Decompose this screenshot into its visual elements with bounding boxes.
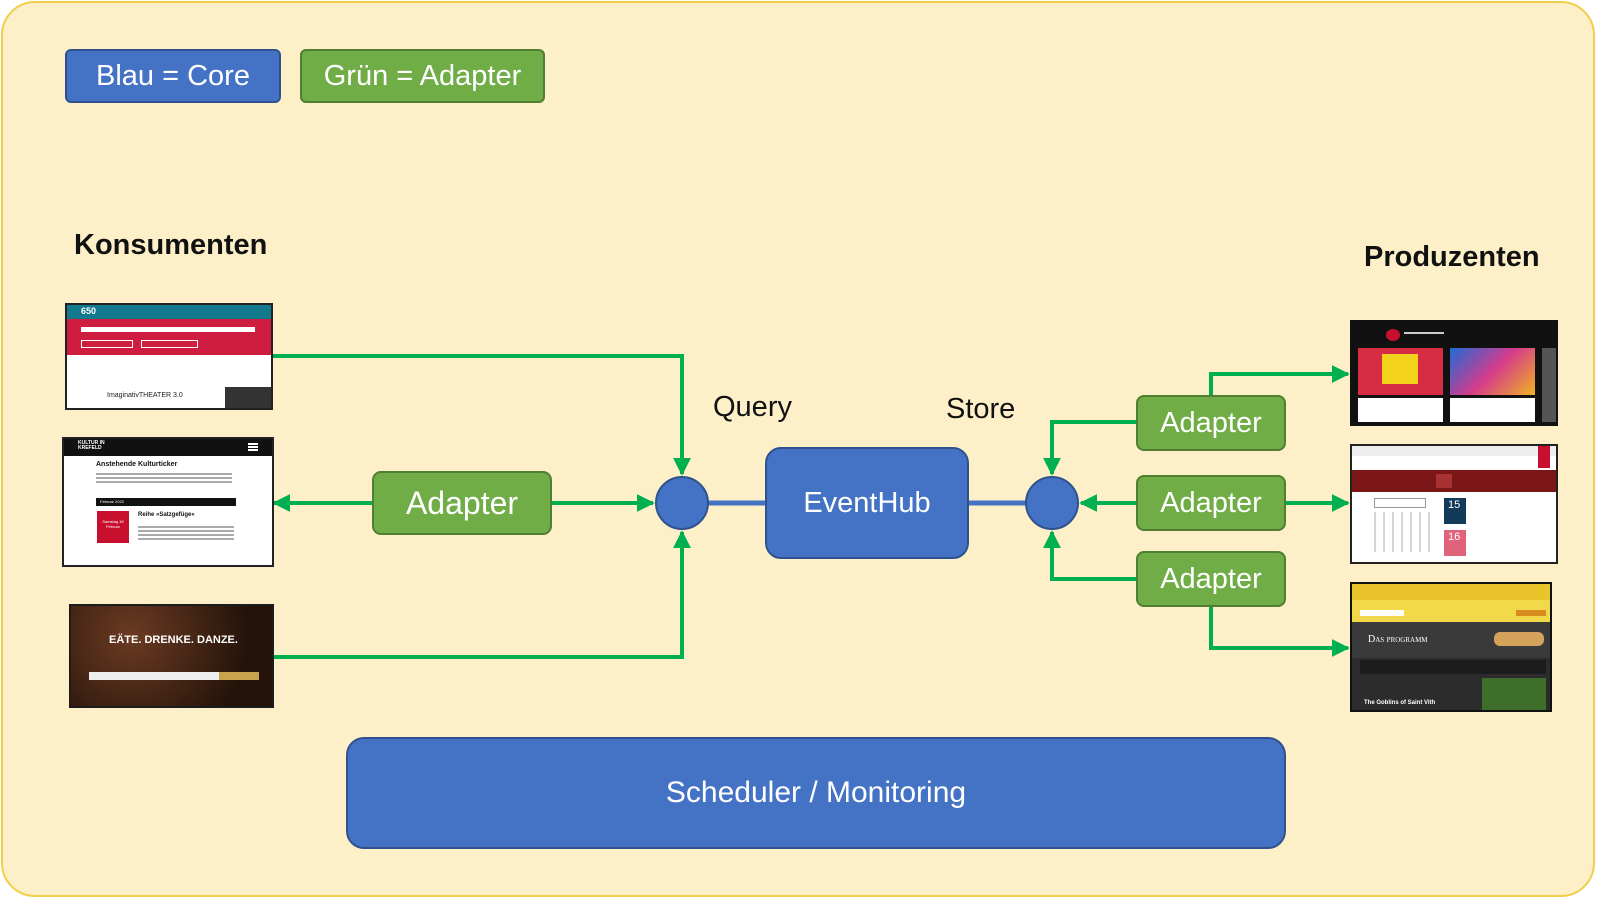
producer-screenshot-1 bbox=[1350, 320, 1558, 426]
legend-core-label: Blau = Core bbox=[96, 59, 250, 92]
consumer-adapter-box: Adapter bbox=[372, 471, 552, 535]
producer3-header: Das programm bbox=[1368, 634, 1428, 645]
consumer2-event-title: Reihe »Satzgefüge« bbox=[138, 512, 195, 518]
store-label: Store bbox=[946, 393, 1016, 425]
wire-adapter3-to-store bbox=[1043, 530, 1136, 581]
consumer2-month: Februar 2022 bbox=[100, 499, 125, 504]
consumer2-event-date: Samstag 18 Februar bbox=[102, 519, 124, 529]
consumer-adapter-label: Adapter bbox=[405, 484, 519, 521]
producer-adapter-box-1: Adapter bbox=[1136, 395, 1286, 451]
consumer1-headline: ImaginativTHEATER 3.0 bbox=[107, 392, 183, 399]
consumer-screenshot-3: EÄTE. DRENKE. DANZE. bbox=[69, 604, 274, 708]
query-node bbox=[655, 476, 709, 530]
wire-adapter1-to-producer1 bbox=[1209, 365, 1350, 395]
consumer3-title: EÄTE. DRENKE. DANZE. bbox=[109, 634, 238, 646]
producers-heading: Produzenten bbox=[1364, 241, 1540, 273]
wire-adapter1-to-store bbox=[1043, 420, 1136, 476]
producer-adapter-box-3: Adapter bbox=[1136, 551, 1286, 607]
producer-adapter-label-1: Adapter bbox=[1160, 406, 1262, 439]
producer2-day-1: 15 bbox=[1448, 499, 1461, 511]
producer3-footer: The Goblins of Saint Vith bbox=[1364, 700, 1436, 706]
legend-adapter: Grün = Adapter bbox=[300, 49, 545, 103]
scheduler-monitoring-box: Scheduler / Monitoring bbox=[346, 737, 1286, 849]
producer2-day-2: 16 bbox=[1448, 531, 1461, 543]
eventhub-box: EventHub bbox=[765, 447, 969, 559]
consumer2-title: Anstehende Kulturticker bbox=[96, 461, 178, 468]
consumers-heading: Konsumenten bbox=[74, 229, 268, 261]
store-node bbox=[1025, 476, 1079, 530]
consumer1-logo: 650 bbox=[81, 306, 97, 316]
eventhub-label: EventHub bbox=[803, 486, 931, 519]
producer-adapter-box-2: Adapter bbox=[1136, 475, 1286, 531]
producer-screenshot-3: Das programm The Goblins of Saint Vith bbox=[1350, 582, 1552, 712]
legend-adapter-label: Grün = Adapter bbox=[323, 59, 522, 92]
wire-consumer3-to-query bbox=[272, 530, 691, 659]
wire-adapter3-to-producer3 bbox=[1209, 606, 1350, 657]
legend-core: Blau = Core bbox=[65, 49, 281, 103]
producer-adapter-label-2: Adapter bbox=[1160, 486, 1262, 519]
wire-consumer1-to-query bbox=[272, 354, 691, 476]
consumer2-logo: KULTUR IN KREFELD bbox=[78, 440, 105, 451]
producer-adapter-label-3: Adapter bbox=[1160, 562, 1262, 595]
consumer-screenshot-1: 650 ImaginativTHEATER 3.0 bbox=[65, 303, 273, 410]
producer-screenshot-2: 15 16 bbox=[1350, 444, 1558, 564]
consumer-screenshot-2: KULTUR IN KREFELD Anstehende Kulturticke… bbox=[62, 437, 274, 567]
scheduler-label: Scheduler / Monitoring bbox=[665, 776, 967, 809]
query-label: Query bbox=[713, 391, 792, 423]
